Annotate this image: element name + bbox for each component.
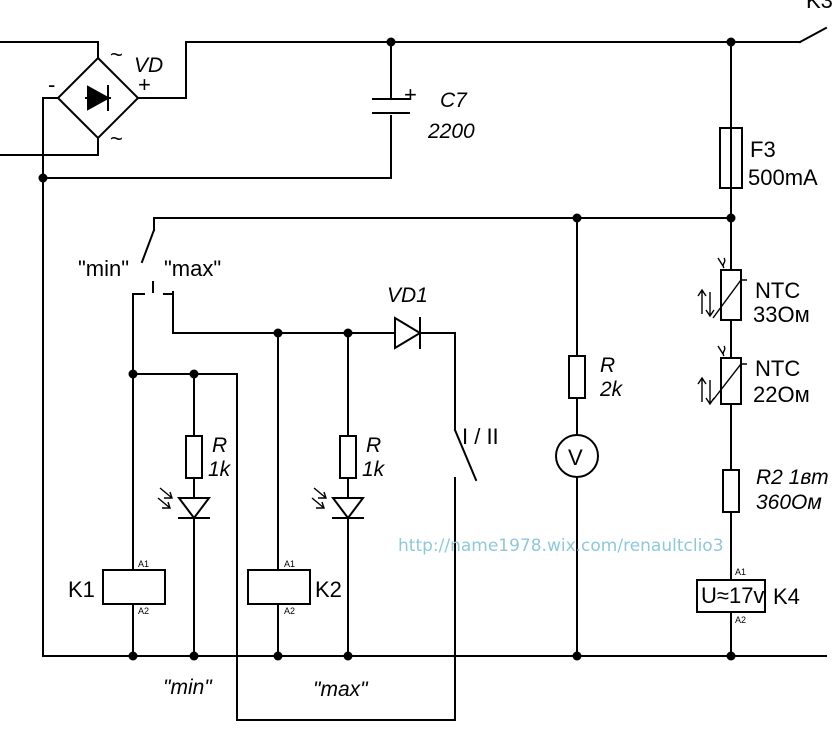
k4-name: K4 xyxy=(773,584,800,609)
switch-min-label: "min" xyxy=(78,256,129,281)
ntc2-name: NTC xyxy=(755,356,800,381)
switch-min-max: "min" "max" xyxy=(78,228,221,295)
ntc-thermistor-1: NTC 33Ом xyxy=(697,257,810,327)
k1-a2: A2 xyxy=(138,606,149,616)
voltmeter: V xyxy=(555,434,599,478)
vd1-label: VD1 xyxy=(387,284,428,307)
f3-name: F3 xyxy=(750,137,776,162)
ntc1-name: NTC xyxy=(755,278,800,303)
bridge-ac-top: ~ xyxy=(110,42,123,67)
diode-bridge-vd: ~ VD ~ - + xyxy=(48,42,163,151)
r-2k-name: R xyxy=(600,354,615,377)
watermark-url: http://name1978.wix.com/renaultclio3 xyxy=(398,536,724,556)
ntc2-value: 22Ом xyxy=(753,382,810,407)
k2-a1: A1 xyxy=(284,559,295,569)
switch-i-ii: I / II xyxy=(453,397,499,489)
r-1k-left-value: 1k xyxy=(208,458,232,481)
r-1k-right-value: 1k xyxy=(362,458,386,481)
relay-k2: K2 A1 A2 xyxy=(247,559,342,616)
k1-name: K1 xyxy=(68,577,95,602)
resistor-r2: R2 1вт 360Ом xyxy=(722,466,829,514)
resistor-2k: R 2k xyxy=(568,354,624,401)
r-1k-right-name: R xyxy=(366,434,381,457)
relay-k1: K1 A1 A2 xyxy=(68,559,166,616)
r2-name: R2 1вт xyxy=(756,466,829,489)
ntc1-value: 33Ом xyxy=(753,302,810,327)
diode-vd1: VD1 xyxy=(387,284,428,350)
r2-value: 360Ом xyxy=(756,491,822,514)
k3-partial-label: K3 xyxy=(806,0,833,13)
resistor-1k-right: R 1k xyxy=(339,434,386,481)
wires xyxy=(0,26,828,721)
switch-max-label: "max" xyxy=(164,256,221,281)
fuse-f3: F3 500mA xyxy=(719,127,818,190)
k1-a1: A1 xyxy=(138,559,149,569)
c7-name: C7 xyxy=(440,89,468,112)
switch-i-ii-label: I / II xyxy=(462,424,499,449)
c7-value: 2200 xyxy=(427,120,475,143)
bridge-label: VD xyxy=(134,54,163,77)
bottom-min-label: "min" xyxy=(163,676,213,699)
r-1k-left-name: R xyxy=(212,434,227,457)
c7-plus: + xyxy=(404,82,417,107)
ntc-thermistor-2: NTC 22Ом xyxy=(697,345,810,407)
k4-a2: A2 xyxy=(735,615,746,625)
k2-a2: A2 xyxy=(284,606,295,616)
bottom-max-label: "max" xyxy=(313,678,369,701)
voltmeter-label: V xyxy=(568,445,583,470)
bridge-plus: + xyxy=(138,72,151,97)
k4-a1: A1 xyxy=(735,567,746,577)
relay-k4: U≈17v K4 A1 A2 xyxy=(696,567,800,625)
capacitor-c7: + C7 2200 xyxy=(372,82,475,143)
bridge-minus: - xyxy=(48,72,55,97)
r-2k-value: 2k xyxy=(599,378,624,401)
f3-value: 500mA xyxy=(748,165,818,190)
k2-name: K2 xyxy=(315,577,342,602)
led-right xyxy=(311,487,365,520)
resistor-1k-left: R 1k xyxy=(185,434,232,481)
led-left xyxy=(157,487,211,520)
junction-dots xyxy=(38,37,736,661)
k4-inner: U≈17v xyxy=(701,583,764,608)
bridge-ac-bottom: ~ xyxy=(110,126,123,151)
